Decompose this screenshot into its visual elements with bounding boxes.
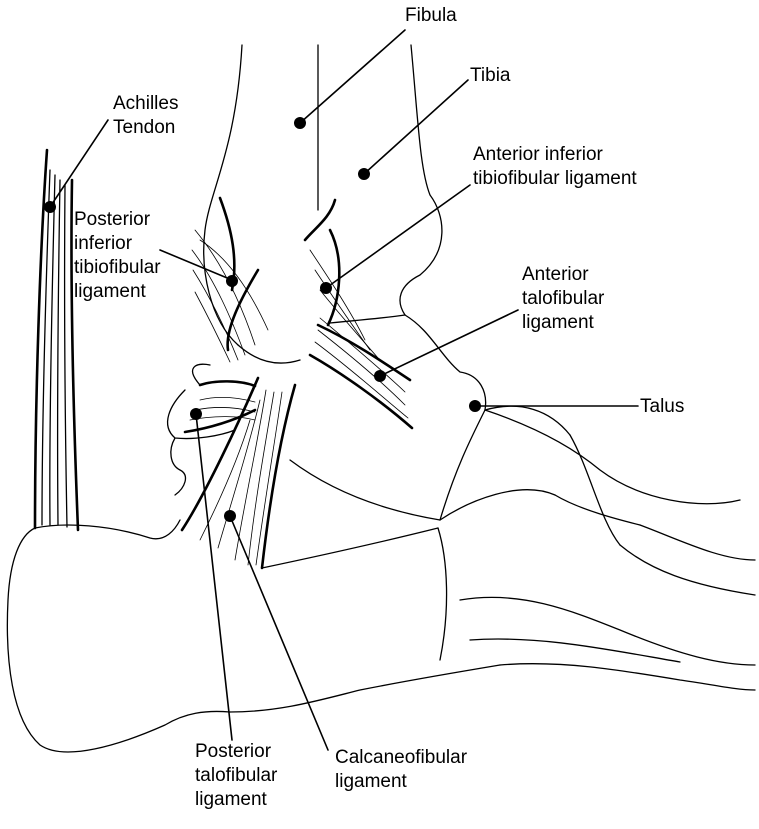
tibia-leader [363,79,469,175]
ligament-borders [180,196,414,570]
aitl-leader [325,184,471,289]
fibula-leader [299,29,406,124]
talus-dot [469,400,481,412]
aitl-dot [320,282,332,294]
fibula-dot [294,117,306,129]
achilles-leader [49,119,109,208]
label-talus: Talus [640,396,685,417]
pitl-leader [159,249,233,281]
cfl-leader [229,515,329,751]
midfoot-outline [439,405,756,691]
pitl-dot [226,275,238,287]
label-fibula: Fibula [405,5,457,26]
label-posterior-talofibular-ligament: Posterior talofibular ligament [195,741,278,810]
label-tibia: Tibia [470,65,511,86]
marker-dots [44,117,481,522]
posterior-process [166,363,236,496]
achilles-tendon [33,148,80,532]
achilles-dot [44,201,56,213]
talus-outline [289,314,487,521]
label-posterior-inferior-tibiofibular-ligament: Posterior inferior tibiofibular ligament [74,209,161,302]
atfl-leader [379,309,519,377]
calcaneus-outline [6,519,501,753]
ligament-fibers [189,229,409,566]
label-achilles-tendon: Achilles Tendon [113,93,179,138]
ptfl-leader [195,413,233,741]
leader-lines [49,29,639,751]
label-calcaneofibular-ligament: Calcaneofibular ligament [335,747,468,792]
label-anterior-talofibular-ligament: Anterior talofibular ligament [522,264,605,333]
tibia-dot [358,168,370,180]
cfl-dot [224,510,236,522]
ptfl-dot [190,408,202,420]
atfl-dot [374,370,386,382]
label-anterior-inferior-tibiofibular-ligament: Anterior inferior tibiofibular ligament [473,144,637,189]
